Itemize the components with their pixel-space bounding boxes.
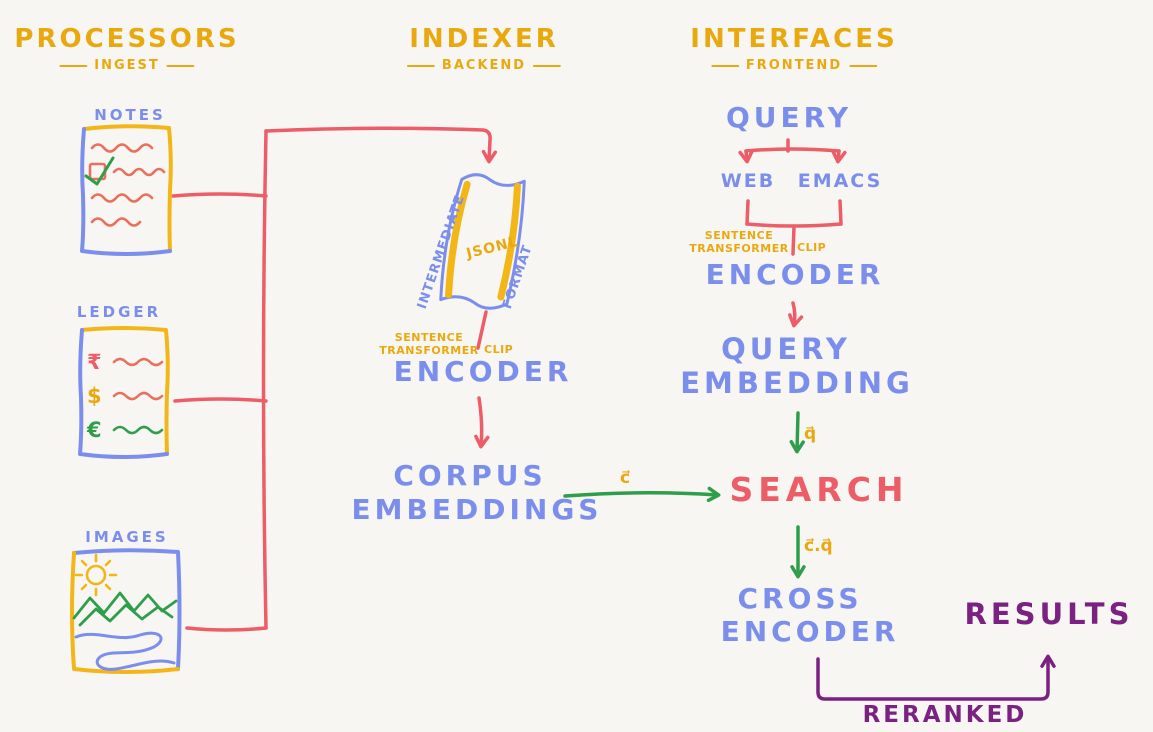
ingest-pipeline-lines — [171, 126, 847, 632]
interfaces-clip-label: CLIP — [797, 241, 827, 254]
indexer-clip-label: CLIP — [484, 343, 514, 356]
query-label: QUERY — [726, 101, 852, 134]
euro-symbol: € — [86, 418, 102, 442]
indexer-encoder-label: ENCODER — [393, 355, 573, 388]
sun-icon — [74, 553, 118, 597]
corpus-vector-label: c⃗ — [620, 468, 631, 488]
emacs-merge-line — [838, 199, 843, 226]
interfaces-subtitle-text: FRONTEND — [745, 58, 843, 73]
cross-encoder-line1: CROSS — [737, 582, 863, 615]
query-to-emacs-arrow — [831, 149, 847, 164]
search-label: SEARCH — [729, 470, 909, 509]
images-label: IMAGES — [85, 528, 169, 546]
corpus-to-search-arrow — [563, 486, 721, 503]
cross-encoder-line2: ENCODER — [720, 615, 900, 648]
images-icon — [70, 548, 182, 674]
ledger-connector-line — [173, 397, 268, 403]
search-flow-lines — [563, 411, 806, 579]
trunk-to-scroll-arrow — [264, 126, 498, 164]
scroll-to-encoder-line — [476, 310, 488, 350]
rupee-symbol: ₹ — [87, 350, 102, 374]
indexer-subtitle-text: BACKEND — [441, 58, 527, 73]
divider-line — [59, 64, 88, 67]
rerank-lines — [816, 654, 1056, 701]
web-label: WEB — [720, 170, 776, 192]
interfaces-subtitle: FRONTEND — [710, 58, 878, 73]
indexer-title: INDEXER — [409, 24, 559, 54]
emacs-label: EMACS — [797, 170, 883, 192]
divider-line — [710, 64, 739, 67]
divider-line — [533, 64, 562, 67]
query-embedding-line1: QUERY — [721, 332, 851, 366]
interfaces-model-line2: TRANSFORMER — [689, 242, 789, 256]
query-split-line — [744, 147, 841, 153]
processors-subtitle: INGEST — [59, 58, 195, 73]
query-embedding-to-search-arrow — [789, 411, 805, 454]
dollar-symbol: $ — [87, 384, 102, 408]
river-icon — [74, 631, 176, 671]
ledger-label: LEDGER — [76, 303, 162, 321]
ingest-trunk-line — [261, 129, 268, 630]
interfaces-header: INTERFACES FRONTEND — [690, 24, 897, 73]
checkmark-icon — [84, 156, 115, 186]
query-vector-label: q⃗ — [804, 424, 817, 444]
merge-to-encoder-line — [791, 224, 796, 256]
processors-header: PROCESSORS INGEST — [14, 24, 239, 73]
encoder-to-query-embedding-arrow — [788, 301, 804, 328]
indexer-model-line1: SENTENCE — [394, 331, 464, 344]
indexer-header: INDEXER BACKEND — [406, 24, 562, 73]
corpus-embeddings-line2: EMBEDDINGS — [351, 493, 603, 526]
interfaces-encoder-model-label: SENTENCE TRANSFORMER — [689, 229, 788, 255]
indexer-subtitle: BACKEND — [406, 58, 562, 73]
divider-line — [849, 64, 878, 67]
images-connector-line — [185, 626, 268, 632]
results-label: RESULTS — [964, 597, 1134, 631]
query-to-web-arrow — [738, 149, 754, 164]
corpus-embeddings-line1: CORPUS — [393, 459, 547, 492]
reranked-label: RERANKED — [862, 702, 1028, 728]
indexer-model-line2: TRANSFORMER — [379, 344, 479, 358]
encoder-to-corpus-arrow — [474, 396, 490, 449]
notes-document-icon — [80, 124, 173, 256]
cross-encoder-to-results-arrow — [816, 654, 1056, 701]
processors-subtitle-text: INGEST — [94, 58, 160, 73]
interfaces-encoder-label: ENCODER — [705, 258, 885, 291]
web-merge-line — [745, 199, 750, 226]
notes-label: NOTES — [94, 106, 166, 124]
combined-vector-label: c⃗.q⃗ — [804, 536, 833, 556]
divider-line — [406, 64, 435, 67]
processors-title: PROCESSORS — [14, 24, 240, 54]
notes-connector-line — [171, 192, 268, 198]
jsonl-scroll-icon — [439, 173, 526, 310]
indexer-encoder-model-label: SENTENCE TRANSFORMER — [379, 331, 478, 357]
divider-line — [166, 64, 195, 67]
interfaces-model-line1: SENTENCE — [704, 229, 774, 242]
ledger-document-icon: ₹ $ € — [78, 326, 170, 459]
mountains-icon — [72, 591, 178, 627]
query-embedding-line2: EMBEDDING — [680, 366, 914, 400]
interfaces-title: INTERFACES — [690, 24, 898, 54]
